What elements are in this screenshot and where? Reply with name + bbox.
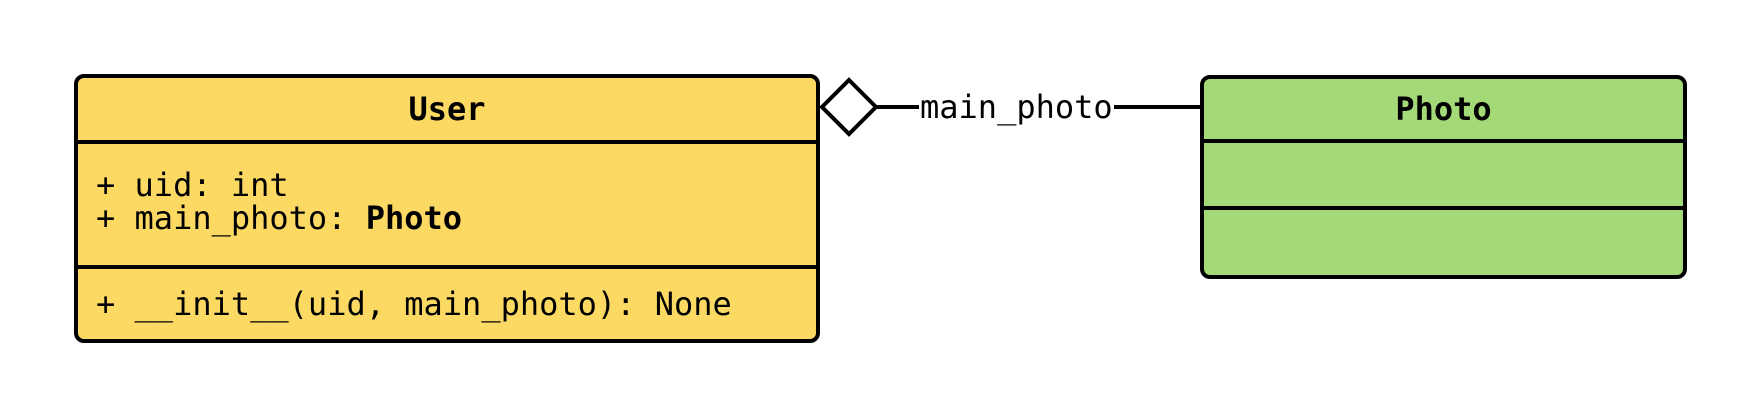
attribute-text: + main_photo: (96, 199, 366, 237)
photo-methods-compartment (1204, 206, 1683, 275)
method-text: + __init__(uid, main_photo): None (96, 284, 732, 323)
connector-line-left (877, 105, 919, 109)
class-title-photo: Photo (1395, 89, 1492, 128)
class-box-user: User + uid: int + main_photo: Photo + __… (74, 74, 820, 343)
user-methods-compartment: + __init__(uid, main_photo): None (78, 265, 816, 339)
class-box-photo: Photo (1200, 75, 1687, 279)
user-attributes-compartment: + uid: int + main_photo: Photo (78, 140, 816, 265)
attribute-main-photo: + main_photo: Photo (96, 202, 816, 235)
connector-line-right (1113, 105, 1202, 109)
relationship-label: main_photo (920, 88, 1113, 126)
aggregation-diamond-icon (819, 77, 879, 137)
class-title-user: User (408, 89, 486, 128)
relationship-connector: main_photo (877, 77, 1202, 137)
method-init: + __init__(uid, main_photo): None (96, 284, 816, 323)
attribute-uid: + uid: int (96, 169, 816, 202)
photo-attributes-compartment (1204, 139, 1683, 206)
attribute-text: + uid: int (96, 166, 289, 204)
attribute-type-ref: Photo (365, 199, 463, 237)
